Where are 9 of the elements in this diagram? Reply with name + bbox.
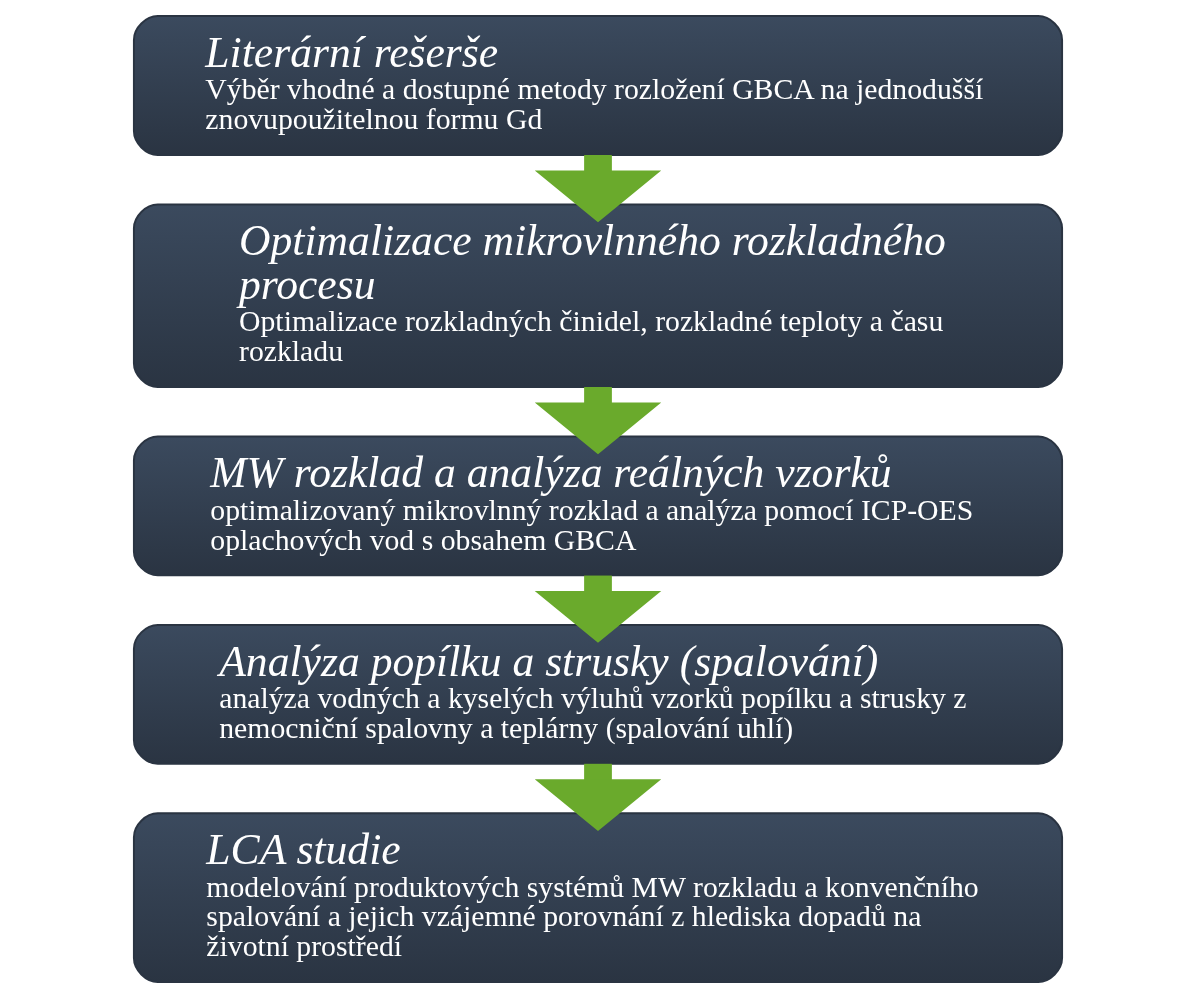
- arrow: [534, 386, 661, 455]
- node-box: Optimalizace mikrovlnného rozkladného procesu Optimalizace rozkladných činidel, rozkladné teploty a času rozkladu: [132, 203, 1063, 388]
- node-box: LCA studie modelování produktových systémů MW rozkladu a konvenčního spalování a jejich vzájemné porovnání z hlediska dopadů na životní prostředí: [132, 812, 1063, 983]
- arrow: [534, 575, 661, 643]
- arrow: [534, 155, 661, 223]
- node-box: MW rozklad a analýza reálných vzorků optimalizovaný mikrovlnný rozklad a analýza pomocí ICP-OES oplachových vod s obsahem GBCA: [132, 435, 1063, 577]
- node-box: Literární rešerše Výběr vhodné a dostupné metody rozložení GBCA na jednodušší znovupoužitelnou formu Gd: [132, 15, 1063, 156]
- node-box: Analýza popílku a strusky (spalování) analýza vodných a kyselých výluhů vzorků popílku a strusky z nemocniční spalovny a teplárny (spalování uhlí): [132, 623, 1063, 765]
- arrow: [534, 763, 661, 831]
